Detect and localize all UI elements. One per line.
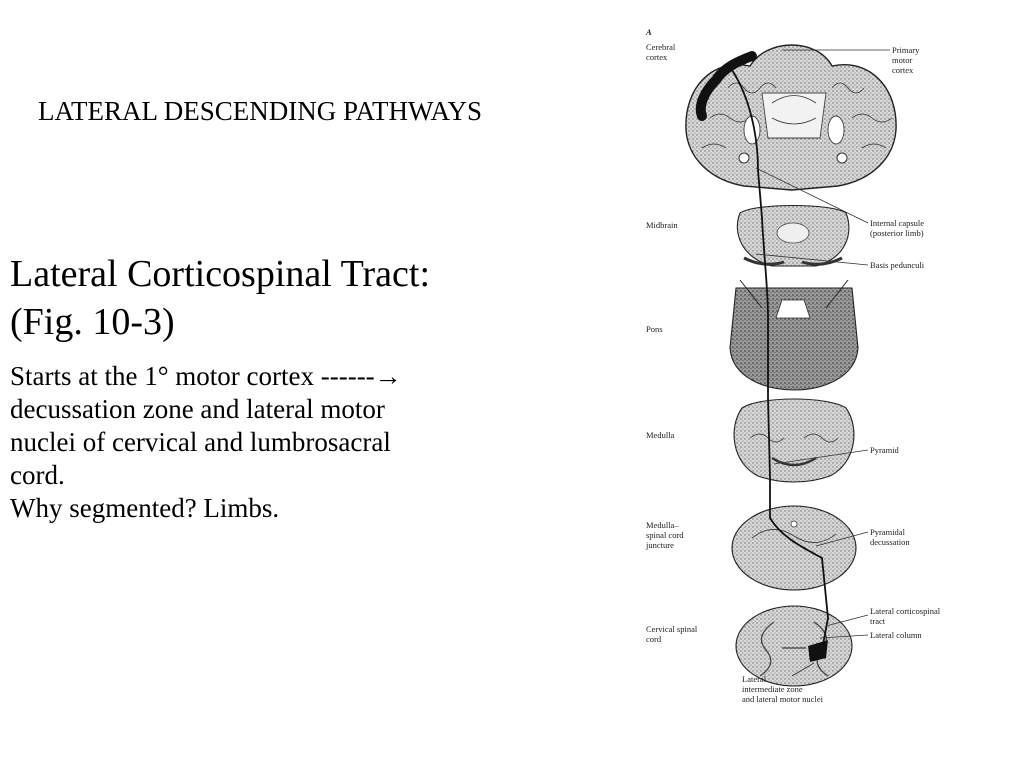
body-line: Starts at the 1° motor cortex ------→ [10,361,402,391]
midbrain-section [736,205,850,267]
medulla-section [733,398,855,483]
slide-body: Starts at the 1° motor cortex ------→ de… [10,360,540,525]
label-lateral-column: Lateral column [870,630,922,640]
label-lateral-intermediate-zone: Lateral intermediate zone and lateral mo… [742,674,824,704]
brain-coronal-section [685,44,897,191]
body-line: nuclei of cervical and lumbrosacral [10,427,391,457]
label-pons: Pons [646,324,663,334]
panel-letter: A [645,27,652,37]
corticospinal-tract-figure: A [632,18,968,718]
corticospinal-tract-line [731,69,829,651]
title-line: Lateral Corticospinal Tract: [10,253,431,295]
slide-title: Lateral Corticospinal Tract: (Fig. 10-3) [10,250,430,346]
label-medulla: Medulla [646,430,675,440]
label-pyramidal-decussation: Pyramidal decussation [870,527,910,547]
label-cerebral-cortex: Cerebral cortex [646,42,677,62]
body-line: Why segmented? Limbs. [10,493,280,523]
label-internal-capsule: Internal capsule (posterior limb) [870,218,926,238]
label-basis-pedunculi: Basis pedunculi [870,260,925,270]
title-line: (Fig. 10-3) [10,301,175,343]
label-medulla-spinal-juncture: Medulla– spinal cord juncture [645,520,686,550]
slide-heading: LATERAL DESCENDING PATHWAYS [38,96,483,126]
label-lateral-corticospinal-tract: Lateral corticospinal tract [870,606,942,626]
label-midbrain: Midbrain [646,220,678,230]
medulla-spinal-juncture-section [731,505,857,591]
label-cervical-spinal-cord: Cervical spinal cord [646,624,699,644]
body-line: cord. [10,460,65,490]
body-line: decussation zone and lateral motor [10,394,385,424]
figure-drawing: A [645,27,942,704]
pons-section [729,279,859,391]
label-primary-motor-cortex: Primary motor cortex [892,45,922,75]
label-pyramid: Pyramid [870,445,900,455]
